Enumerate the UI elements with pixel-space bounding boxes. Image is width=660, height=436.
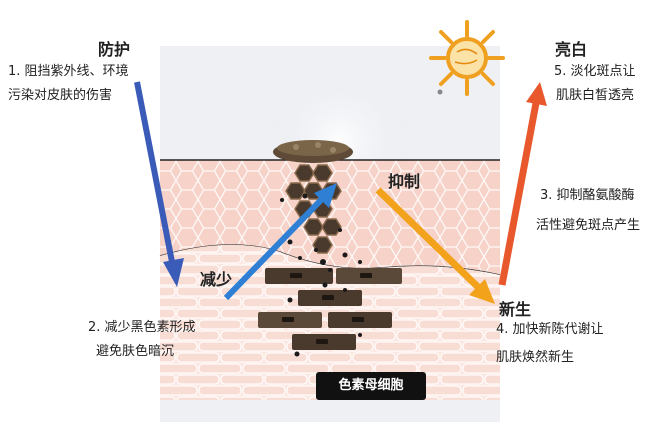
brighten-heading: 亮白	[555, 40, 588, 59]
protect-text-1: 1. 阻挡紫外线、环境	[8, 64, 129, 79]
reduce-heading: 减少	[200, 270, 233, 289]
renew-text-2: 肌肤焕然新生	[496, 350, 575, 365]
brighten-text-2: 肌肤白皙透亮	[556, 88, 635, 103]
melanocyte-label: 色素母细胞	[316, 372, 426, 400]
brighten-text-1: 5. 淡化斑点让	[554, 64, 636, 79]
melanocyte-cells	[258, 193, 402, 357]
arrow-inhibit	[375, 187, 495, 304]
sun-icon	[429, 20, 505, 96]
protect-text-2: 污染对皮肤的伤害	[8, 88, 113, 103]
surface-melanin-clump	[273, 140, 353, 163]
renew-heading: 新生	[499, 300, 532, 319]
arrow-reduce	[223, 183, 337, 301]
renew-text-1: 4. 加快新陈代谢让	[496, 322, 604, 337]
reduce-text-1: 2. 减少黑色素形成	[88, 320, 196, 335]
inhibit-text-2: 活性避免斑点产生	[536, 218, 641, 233]
inhibit-heading: 抑制	[388, 172, 421, 191]
inhibit-text-1: 3. 抑制酪氨酸酶	[540, 188, 635, 203]
arrow-protect	[134, 81, 184, 287]
reduce-text-2: 避免肤色暗沉	[96, 344, 175, 359]
protect-heading: 防护	[98, 40, 131, 59]
arrow-brighten	[498, 82, 547, 286]
